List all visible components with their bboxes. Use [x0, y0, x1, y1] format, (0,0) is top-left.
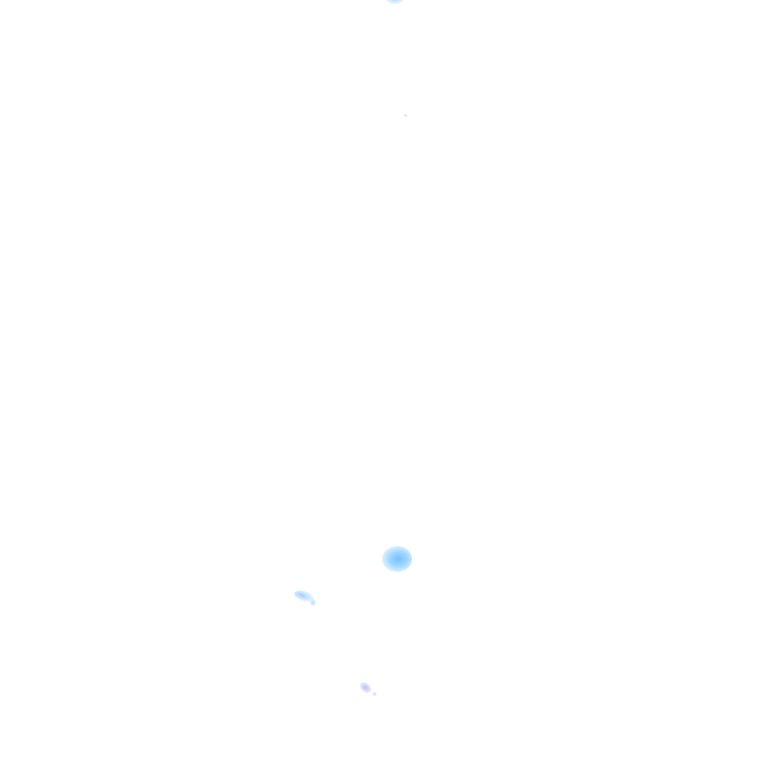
top-light-blue-smudge	[386, 0, 404, 4]
bottom-lavender-smudge	[357, 679, 374, 696]
bottom-lavender-smudge-tail	[372, 692, 377, 696]
top-tiny-dot	[404, 114, 407, 117]
left-blue-smudge-tail	[310, 599, 316, 606]
center-blue-smudge	[382, 546, 412, 572]
